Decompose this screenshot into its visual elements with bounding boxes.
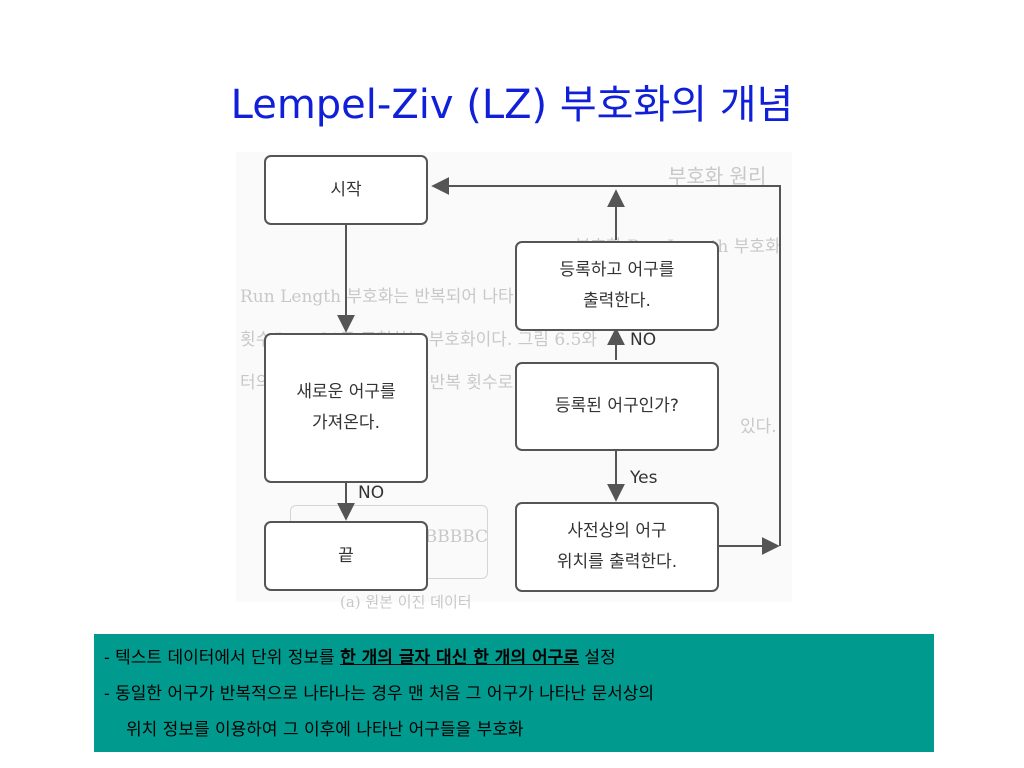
slide-title: Lempel-Ziv (LZ) 부호화의 개념 bbox=[230, 82, 794, 128]
note-line-2: - 동일한 어구가 반복적으로 나타나는 경우 맨 처음 그 어구가 나타난 문… bbox=[104, 684, 655, 704]
loop-back-line bbox=[431, 177, 781, 546]
note-line-1: - 텍스트 데이터에서 단위 정보를 한 개의 글자 대신 한 개의 어구로 설… bbox=[104, 648, 616, 668]
node-registered-check: 등록된 어구인가? bbox=[515, 362, 719, 451]
node-register-output: 등록하고 어구를 출력한다. bbox=[515, 241, 719, 331]
note-highlight: 한 개의 글자 대신 한 개의 어구로 bbox=[340, 648, 579, 668]
label-no-register: NO bbox=[630, 330, 657, 350]
label-yes-output: Yes bbox=[630, 468, 658, 488]
note-line-3: 위치 정보를 이용하여 그 이후에 나타난 어구들을 부호화 bbox=[126, 720, 524, 740]
node-start: 시작 bbox=[264, 155, 428, 225]
node-output-position: 사전상의 어구 위치를 출력한다. bbox=[515, 502, 719, 592]
explanation-panel: - 텍스트 데이터에서 단위 정보를 한 개의 글자 대신 한 개의 어구로 설… bbox=[94, 634, 934, 752]
label-no-end: NO bbox=[358, 483, 385, 503]
node-fetch-phrase: 새로운 어구를 가져온다. bbox=[264, 333, 428, 483]
node-end: 끝 bbox=[264, 521, 428, 591]
